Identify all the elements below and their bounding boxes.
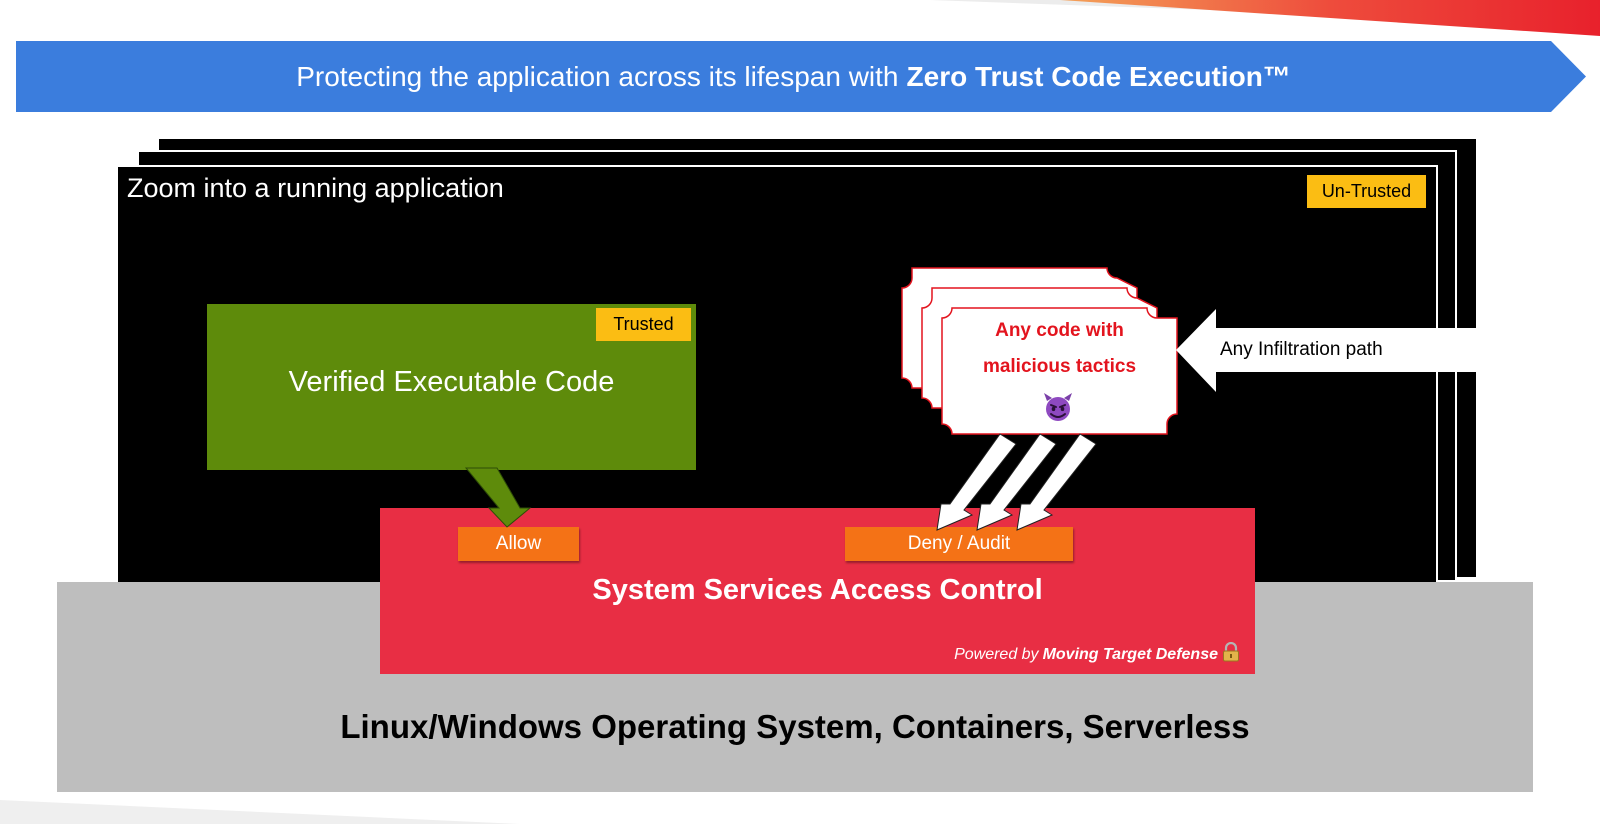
os-layer-label: Linux/Windows Operating System, Containe… <box>340 708 1250 745</box>
lock-icon <box>1223 642 1239 662</box>
banner-arrow-shape <box>16 41 1586 112</box>
bottom-swoosh <box>0 800 520 824</box>
powered-prefix: Powered by <box>954 646 1039 663</box>
verified-code-label: Verified Executable Code <box>288 366 615 398</box>
malicious-line-1: Any code with <box>995 320 1124 341</box>
banner-emphasis: Zero Trust Code Execution™ <box>906 60 1291 92</box>
top-accent-stripe <box>930 0 1600 36</box>
deny-audit-label: Deny / Audit <box>845 527 1073 561</box>
powered-brand: Moving Target Defense <box>1042 646 1218 663</box>
allow-label: Allow <box>458 527 579 561</box>
access-control-title: System Services Access Control <box>592 574 1043 606</box>
header-banner: Protecting the application across its li… <box>16 41 1586 112</box>
malicious-line-2: malicious tactics <box>982 356 1137 377</box>
banner-prefix: Protecting the application across its li… <box>296 60 899 92</box>
infiltration-label: Any Infiltration path <box>1220 339 1383 360</box>
malicious-code-label: Any code with malicious tactics <box>942 313 1177 385</box>
devil-face-icon <box>1044 393 1072 421</box>
untrusted-badge: Un-Trusted <box>1307 175 1426 208</box>
trusted-badge: Trusted <box>596 308 691 341</box>
powered-by: Powered by Moving Target Defense <box>954 642 1240 665</box>
app-window-title: Zoom into a running application <box>127 173 504 203</box>
banner-title: Protecting the application across its li… <box>16 41 1571 112</box>
